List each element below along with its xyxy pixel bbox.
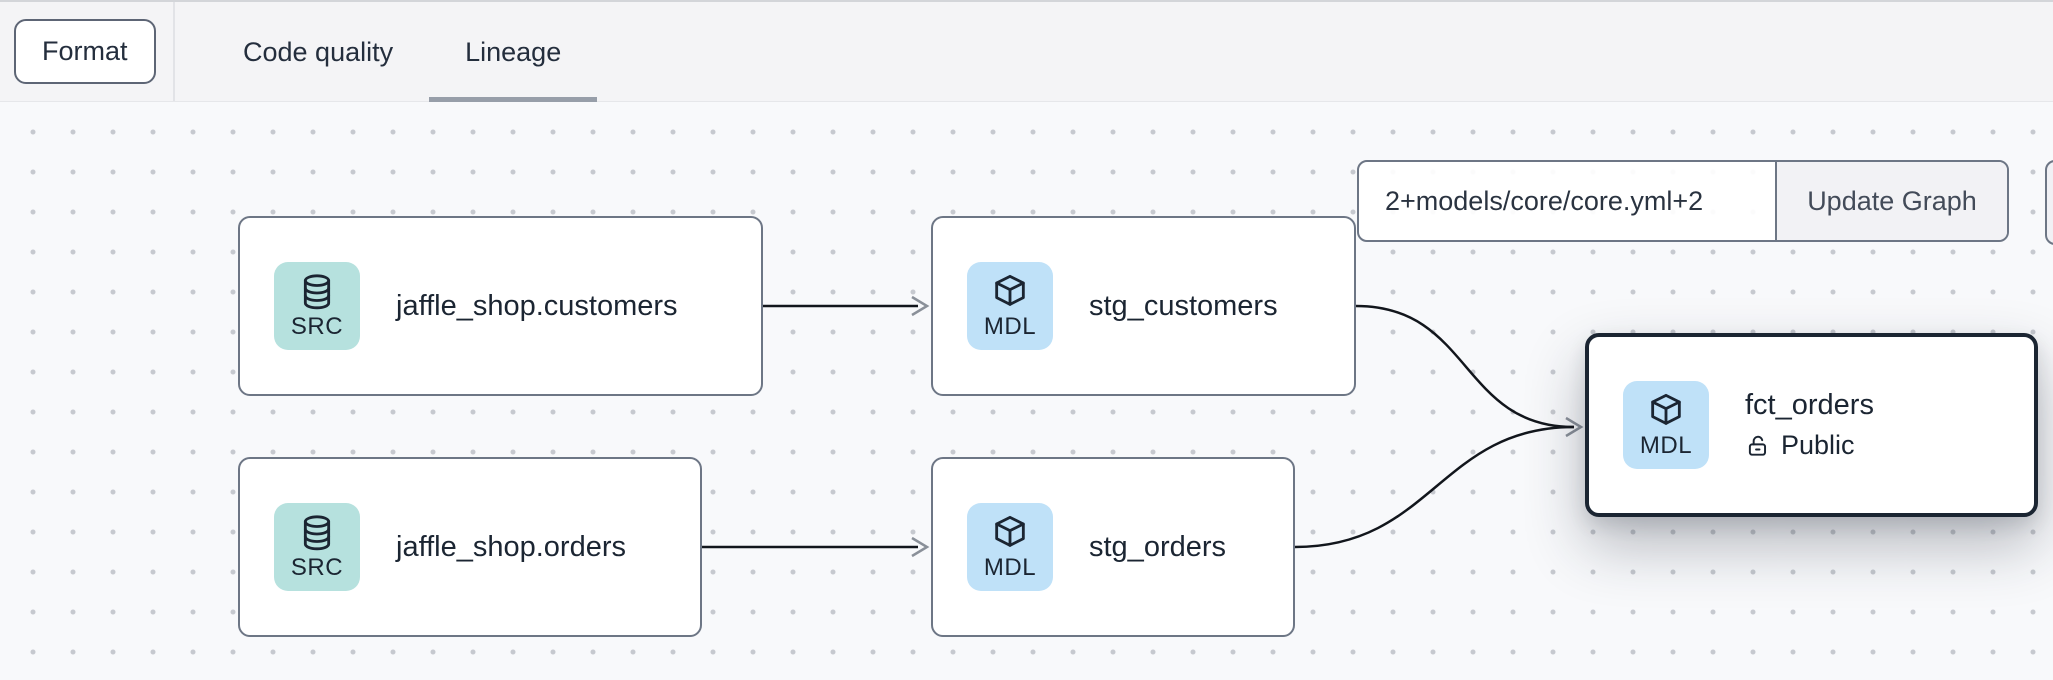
node-stg-orders[interactable]: MDL stg_orders xyxy=(931,457,1295,637)
node-type-label: MDL xyxy=(983,553,1037,581)
edge-stgorders-to-fct xyxy=(1294,425,1575,549)
model-tile: MDL xyxy=(967,262,1053,350)
node-label: stg_orders xyxy=(1089,530,1227,563)
edge-stgcustomers-to-fct xyxy=(1355,304,1575,429)
node-type-label: MDL xyxy=(1639,431,1693,459)
node-type-label: SRC xyxy=(290,553,344,581)
cube-icon xyxy=(995,274,1025,306)
node-jaffle-shop-customers[interactable]: SRC jaffle_shop.customers xyxy=(238,216,763,396)
cube-icon xyxy=(995,515,1025,547)
access-badge-label: Public xyxy=(1781,430,1855,460)
tab-bar: Code quality Lineage xyxy=(207,2,598,102)
arrowhead-icon xyxy=(1565,416,1584,438)
unlock-icon xyxy=(1748,435,1767,456)
node-fct-orders[interactable]: MDL fct_orders Public xyxy=(1585,333,2038,517)
node-type-label: SRC xyxy=(290,312,344,340)
node-type-label: MDL xyxy=(983,312,1037,340)
database-icon xyxy=(303,273,331,309)
node-jaffle-shop-orders[interactable]: SRC jaffle_shop.orders xyxy=(238,457,702,637)
node-label: stg_customers xyxy=(1089,289,1278,322)
model-tile: MDL xyxy=(1623,381,1709,469)
format-button[interactable]: Format xyxy=(14,19,156,84)
source-tile: SRC xyxy=(274,262,360,350)
node-label: fct_orders xyxy=(1745,389,1874,421)
node-stg-customers[interactable]: MDL stg_customers xyxy=(931,216,1356,396)
update-graph-button[interactable]: Update Graph xyxy=(1775,162,2007,240)
arrowhead-icon xyxy=(911,295,930,317)
tab-lineage[interactable]: Lineage xyxy=(429,2,598,102)
tab-code-quality[interactable]: Code quality xyxy=(243,36,394,67)
clipped-button[interactable] xyxy=(2045,160,2053,245)
access-badge: Public xyxy=(1745,430,1874,461)
node-label: jaffle_shop.customers xyxy=(396,289,678,322)
source-tile: SRC xyxy=(274,503,360,591)
database-icon xyxy=(303,514,331,550)
selector-input[interactable] xyxy=(1359,162,1775,240)
toolbar-divider xyxy=(173,2,175,101)
editor-toolbar: Format Code quality Lineage xyxy=(0,0,2053,102)
arrowhead-icon xyxy=(911,536,930,558)
node-label: jaffle_shop.orders xyxy=(396,530,627,563)
graph-selector-group: Update Graph xyxy=(1357,160,2009,242)
lineage-canvas[interactable]: SRC jaffle_shop.customers MDL stg_custom… xyxy=(0,102,2053,680)
cube-icon xyxy=(1651,393,1681,425)
model-tile: MDL xyxy=(967,503,1053,591)
